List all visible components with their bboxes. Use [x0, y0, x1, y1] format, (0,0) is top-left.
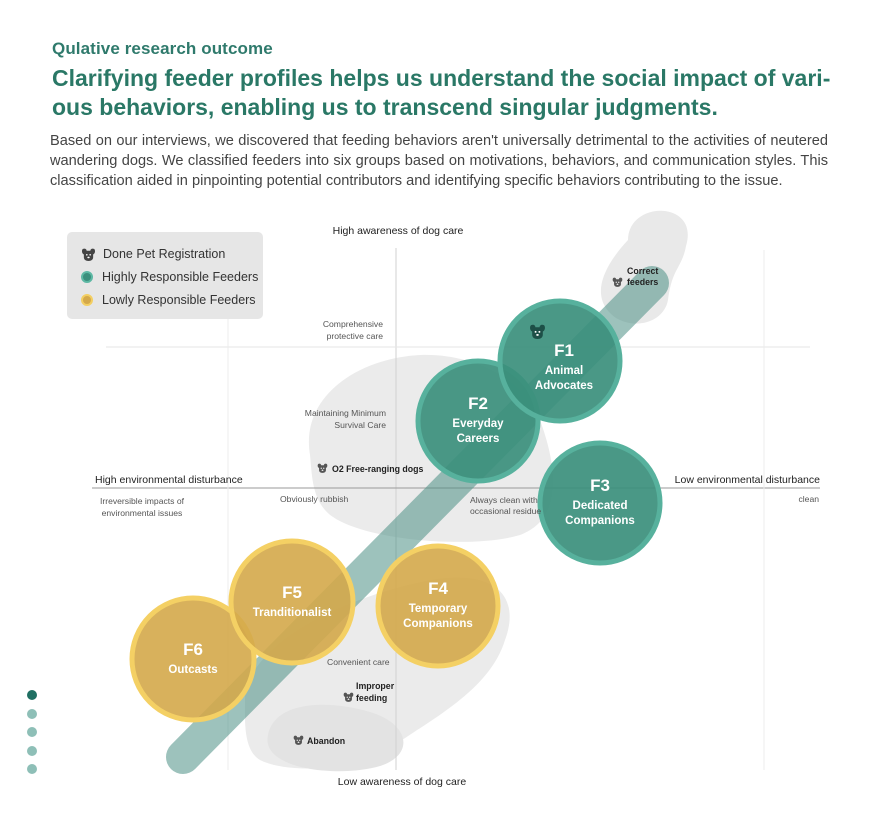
- annotation-comprehensive-2: protective care: [327, 331, 384, 341]
- legend-item-lowly-responsible: Lowly Responsible Feeders: [81, 290, 256, 310]
- feeder-name-line-1: Temporary: [409, 603, 468, 615]
- feeder-code: F5: [282, 583, 302, 602]
- annotation-clean: clean: [798, 494, 819, 504]
- bubble-circle: [228, 538, 356, 666]
- slide-pagination: [27, 690, 37, 783]
- marker-improper-2: feeding: [356, 693, 387, 703]
- axis-label-left: High environmental disturbance: [95, 474, 243, 486]
- annotation-comprehensive-1: Comprehensive: [323, 319, 383, 329]
- legend-item-registration: Done Pet Registration: [81, 244, 225, 264]
- feeder-code: F1: [554, 341, 574, 360]
- annotation-convenient: Convenient care: [327, 657, 390, 667]
- abandon-blob: [267, 704, 404, 772]
- green-dot-icon: [81, 271, 93, 283]
- feeder-name-line-1: Everyday: [452, 418, 504, 430]
- marker-correct-2: feeders: [627, 277, 658, 287]
- page-title: Clarifying feeder profiles helps us unde…: [52, 65, 831, 120]
- annotation-always-clean-2: occasional residue: [470, 506, 541, 516]
- annotation-minimum-2: Survival Care: [334, 420, 386, 430]
- marker-improper-1: Improper: [356, 681, 395, 691]
- feeder-code: F3: [590, 476, 610, 495]
- marker-free-ranging: O2 Free-ranging dogs: [332, 464, 424, 474]
- feeder-name-line-2: Advocates: [535, 380, 593, 392]
- marker-correct-1: Correct: [627, 266, 658, 276]
- bubble-circle: [129, 595, 257, 723]
- annotation-irreversible-1: Irreversible impacts of: [100, 496, 185, 506]
- bubble-circle: [375, 543, 501, 669]
- legend-label: Highly Responsible Feeders: [102, 270, 259, 284]
- axis-label-top: High awareness of dog care: [333, 225, 464, 237]
- annotation-minimum-1: Maintaining Minimum: [305, 408, 386, 418]
- pagination-dot[interactable]: [27, 764, 37, 774]
- intro-paragraph: Based on our interviews, we discovered t…: [50, 133, 828, 189]
- feeder-name-line-1: Animal: [545, 365, 583, 377]
- marker-abandon: Abandon: [307, 736, 345, 746]
- annotation-always-clean-1: Always clean with: [470, 495, 538, 505]
- annotation-irreversible-2: environmental issues: [102, 508, 183, 518]
- feeder-name-line-2: Companions: [403, 618, 473, 630]
- annotation-rubbish: Obviously rubbish: [280, 494, 349, 504]
- feeder-name-line-1: Dedicated: [573, 500, 628, 512]
- dog-head-icon: [81, 248, 96, 261]
- pagination-dot[interactable]: [27, 708, 37, 719]
- section-eyebrow: Qulative research outcome: [52, 39, 273, 58]
- feeder-name-line-2: Careers: [457, 433, 500, 445]
- yellow-dot-icon: [81, 294, 93, 306]
- feeder-name-line-2: Companions: [565, 515, 635, 527]
- pagination-dot[interactable]: [27, 727, 37, 737]
- legend: Done Pet Registration Highly Responsible…: [67, 232, 263, 319]
- legend-label: Done Pet Registration: [103, 247, 226, 261]
- axis-label-right: Low environmental disturbance: [675, 474, 820, 486]
- feeder-code: F4: [428, 579, 448, 598]
- bubble-circle: [537, 440, 663, 566]
- feeder-code: F2: [468, 394, 488, 413]
- legend-label: Lowly Responsible Feeders: [102, 293, 256, 307]
- feeder-name-line-1: Outcasts: [168, 664, 217, 676]
- pagination-dot[interactable]: [27, 690, 37, 700]
- annotations: Comprehensive protective care Maintainin…: [100, 319, 819, 667]
- pagination-dot[interactable]: [27, 745, 37, 756]
- axis-label-bottom: Low awareness of dog care: [338, 776, 467, 788]
- feeder-name-line-1: Tranditionalist: [253, 607, 332, 619]
- legend-item-highly-responsible: Highly Responsible Feeders: [81, 267, 258, 287]
- markers: O2 Free-ranging dogs Correct feeders Imp…: [293, 266, 658, 746]
- bubble-circle: [497, 298, 623, 424]
- feeder-code: F6: [183, 640, 203, 659]
